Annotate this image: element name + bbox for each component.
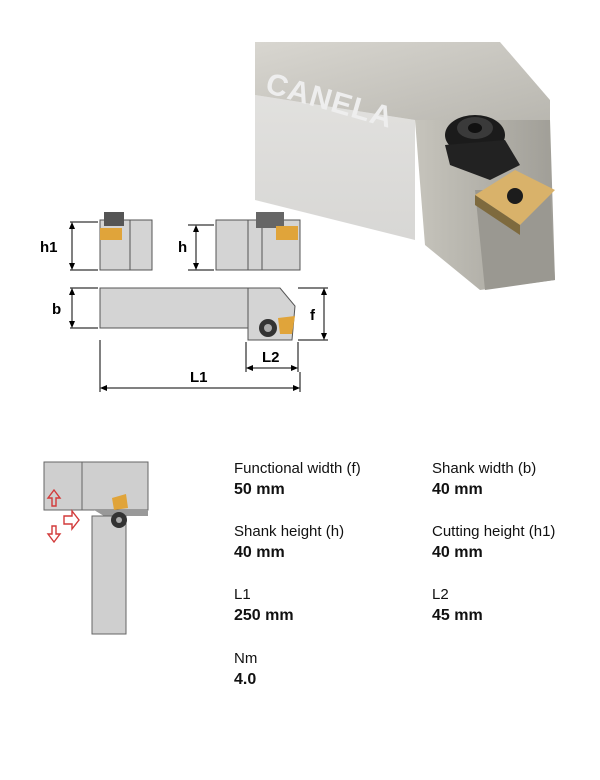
dim-h: h — [178, 224, 214, 271]
label-l1: L1 — [190, 369, 208, 386]
clamp-icon — [445, 115, 520, 180]
label-h: h — [178, 239, 187, 256]
spec-value: 45 mm — [432, 607, 483, 624]
orientation-diagram — [43, 461, 149, 635]
spec-label: Cutting height (h1) — [432, 523, 556, 540]
spec-cutting-height: Cutting height (h1) 40 mm — [432, 523, 555, 562]
spec-shank-height: Shank height (h) 40 mm — [234, 523, 344, 562]
spec-label: Nm — [234, 650, 258, 667]
spec-nm: Nm 4.0 — [234, 650, 257, 689]
spec-l2: L2 45 mm — [432, 586, 483, 625]
spec-value: 40 mm — [234, 544, 285, 561]
spec-value: 250 mm — [234, 607, 294, 624]
end-view-right — [215, 212, 301, 271]
top-view — [99, 287, 296, 341]
dim-l1: L1 — [99, 340, 301, 392]
label-f: f — [310, 307, 316, 324]
direction-arrows-icon — [46, 488, 80, 544]
end-view-left — [99, 212, 153, 271]
spec-label: Functional width (f) — [234, 460, 361, 477]
spec-label: Shank height (h) — [234, 523, 345, 540]
spec-label: L2 — [432, 586, 449, 603]
spec-value: 4.0 — [234, 671, 257, 688]
spec-value: 40 mm — [432, 544, 483, 561]
dim-h1: h1 — [40, 221, 98, 271]
spec-value: 40 mm — [432, 481, 483, 498]
spec-shank-width: Shank width (b) 40 mm — [432, 460, 536, 499]
dim-b: b — [52, 287, 98, 329]
spec-l1: L1 250 mm — [234, 586, 294, 625]
label-l2: L2 — [262, 349, 280, 366]
spec-label: Shank width (b) — [432, 460, 537, 477]
label-b: b — [52, 301, 61, 318]
dim-f: f — [298, 287, 328, 341]
dimension-diagram: h1 h b f — [40, 212, 328, 392]
spec-value: 50 mm — [234, 481, 285, 498]
insert-icon — [475, 170, 555, 235]
product-photo: CANELA — [255, 42, 555, 290]
dim-l2: L2 — [245, 342, 299, 372]
spec-functional-width: Functional width (f) 50 mm — [234, 460, 361, 499]
spec-label: L1 — [234, 586, 251, 603]
label-h1: h1 — [40, 239, 58, 256]
